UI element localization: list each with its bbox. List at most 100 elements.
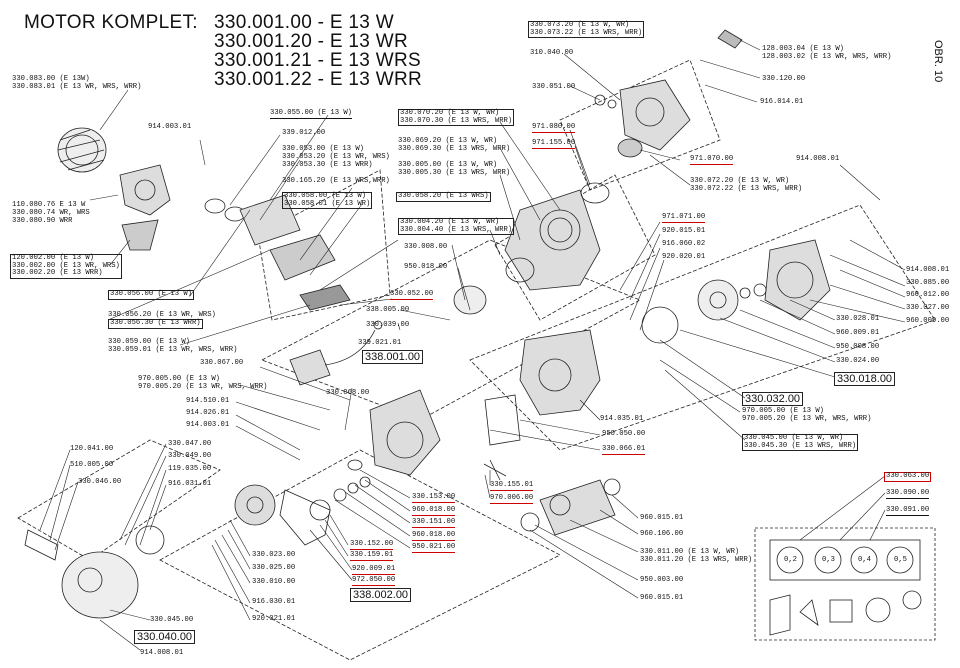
part-box: 330.056.30 (E 13 WRR) — [108, 319, 203, 329]
part-label: 330.059.01 (E 13 WR, WRS, WRR) — [108, 346, 238, 354]
part-label: 330.046.00 — [78, 478, 122, 486]
part-label: 330.155.01 — [490, 481, 534, 491]
part-label: 970.005.00 (E 13 W) — [742, 407, 824, 415]
part-label: 330.028.01 — [836, 315, 880, 323]
part-label: 330.073.20 (E 13 W, WR) — [530, 21, 630, 29]
part-label: 330.047.00 — [168, 440, 212, 448]
magneto-group-frame — [469, 204, 936, 451]
water-pump-part — [594, 29, 743, 158]
part-label: 110.080.76 E 13 W — [12, 201, 86, 209]
part-label: 330.005.30 (E 13 WRS, WRR) — [398, 169, 511, 177]
part-label: 916.030.01 — [252, 598, 296, 606]
air-filter-part — [57, 127, 107, 173]
part-label: 971.080.00 — [532, 123, 576, 133]
part-label: 330.027.00 — [906, 304, 950, 312]
part-label: 960.015.01 — [640, 514, 684, 522]
title-line-1: 330.001.00 - E 13 W — [214, 12, 394, 33]
part-label: 330.008.00 — [404, 243, 448, 251]
part-label: 330.045.00 — [150, 616, 194, 624]
part-label: 330.011.00 (E 13 W, WR) — [640, 548, 740, 556]
part-label: 330.152.00 — [350, 540, 394, 550]
part-label: 920.015.01 — [662, 227, 706, 235]
part-label: 330.011.20 (E 13 WRS, WRR) — [640, 556, 753, 564]
title-line-3: 330.001.21 - E 13 WRS — [214, 50, 421, 71]
part-label: 330.091.00 — [886, 506, 930, 516]
title-line-4: 330.001.22 - E 13 WRR — [214, 69, 423, 90]
part-label: 914.003.01 — [186, 421, 230, 429]
part-label: 339.021.01 — [358, 339, 402, 347]
clutch-parts — [135, 459, 371, 555]
part-label: 972.050.00 — [352, 576, 396, 586]
part-label: 330.053.00 (E 13 W) — [282, 145, 364, 153]
part-label: 960.012.00 — [906, 291, 950, 299]
crankshaft-part — [483, 459, 621, 536]
part-label: 330.120.00 — [762, 75, 806, 83]
part-label: 960.009.00 — [906, 317, 950, 325]
part-label: 330.023.00 — [252, 551, 296, 559]
part-label: 330.053.20 (E 13 WR, WRS) — [282, 153, 390, 161]
part-label: 330.083.01 (E 13 WR, WRS, WRR) — [12, 83, 142, 91]
part-box: 330.018.00 — [834, 372, 896, 386]
part-label: 330.070.30 (E 13 WRS, WRR) — [400, 116, 513, 125]
part-label: 950.050.00 — [602, 430, 646, 438]
part-label: 970.005.20 (E 13 WR, WRS, WRR) — [138, 383, 268, 391]
part-label: 330.058.01 (E 13 WR) — [284, 199, 371, 208]
figure-ref: OBR. 10 — [932, 40, 944, 83]
part-label: 950.003.00 — [640, 576, 684, 584]
part-label: 330.053.30 (E 13 WRR) — [282, 161, 373, 169]
part-label: 970.005.20 (E 13 WR, WRS, WRR) — [742, 415, 872, 423]
part-box: 338.001.00 — [362, 350, 424, 364]
part-label: 339.012.00 — [282, 129, 326, 137]
part-label: 128.003.02 (E 13 WR, WRS, WRR) — [762, 53, 892, 61]
part-label: 330.010.00 — [252, 578, 296, 586]
part-label: 916.014.01 — [760, 98, 804, 106]
part-box: 330.045.00 (E 13 W, WR) 330.045.30 (E 13… — [742, 434, 859, 452]
part-box: 330.058.20 (E 13 WRS) — [396, 192, 491, 202]
part-box: 330.070.20 (E 13 W, WR) 330.070.30 (E 13… — [398, 109, 515, 127]
gasket-size-label: 0,5 — [894, 556, 907, 564]
part-label: 916.060.02 — [662, 240, 706, 248]
pump-group-frame — [559, 59, 721, 191]
part-label: 914.008.01 — [906, 266, 950, 274]
gasket-set-parts — [769, 539, 922, 636]
gasket-size-label: 0,4 — [858, 556, 871, 564]
part-label: 330.025.00 — [252, 564, 296, 572]
part-label: 914.008.01 — [140, 649, 184, 657]
part-label: 330.045.00 (E 13 W, WR) — [744, 434, 844, 442]
part-label: 330.055.00 (E 13 W) — [270, 109, 352, 119]
part-label: 330.070.20 (E 13 W, WR) — [400, 109, 500, 117]
part-label: 970.006.00 — [490, 494, 534, 504]
part-label: 330.005.00 (E 13 W, WR) — [398, 161, 498, 169]
part-box: 330.004.20 (E 13 W, WR) 330.004.40 (E 13… — [398, 218, 515, 236]
part-label: 914.510.01 — [186, 397, 230, 405]
part-label: 119.035.00 — [168, 465, 212, 473]
part-label: 330.090.00 — [886, 489, 930, 499]
part-label: 330.069.20 (E 13 W, WR) — [398, 137, 498, 145]
part-box: 338.002.00 — [350, 588, 412, 602]
part-label: 960.009.01 — [836, 329, 880, 337]
part-label: 330.069.30 (E 13 WRS, WRR) — [398, 145, 511, 153]
part-label: 950.018.00 — [404, 263, 448, 271]
carburettor-part — [119, 164, 171, 251]
part-label: 330.072.20 (E 13 W, WR) — [690, 177, 790, 185]
part-label: 330.002.20 (E 13 WRR) — [12, 269, 103, 278]
part-label: 330.072.22 (E 13 WRS, WRR) — [690, 185, 803, 193]
part-label: 971.071.00 — [662, 213, 706, 223]
gasket-size-label: 0,2 — [784, 556, 797, 564]
ignition-coil-part — [289, 320, 383, 386]
part-label: 916.031.01 — [168, 480, 212, 488]
part-label: 330.002.00 (E 13 WR, WRS) — [12, 261, 120, 270]
part-label: 330.045.30 (E 13 WRS, WRR) — [744, 441, 857, 450]
intake-parts — [204, 194, 351, 311]
part-box: 330.032.00 — [742, 392, 804, 406]
part-box: 330.058.00 (E 13 W) 330.058.01 (E 13 WR) — [282, 192, 373, 210]
intake-group-frame — [257, 169, 391, 321]
part-label: 330.080.90 WRR — [12, 217, 73, 225]
part-label: 338.005.00 — [366, 306, 410, 314]
part-label: 330.049.00 — [168, 452, 212, 460]
part-label: 920.009.01 — [352, 565, 396, 575]
crankcase-group-frame — [261, 239, 641, 421]
title-label: MOTOR KOMPLET: — [24, 12, 198, 33]
piston-part — [453, 257, 535, 315]
title-line-2: 330.001.20 - E 13 WR — [214, 31, 408, 52]
